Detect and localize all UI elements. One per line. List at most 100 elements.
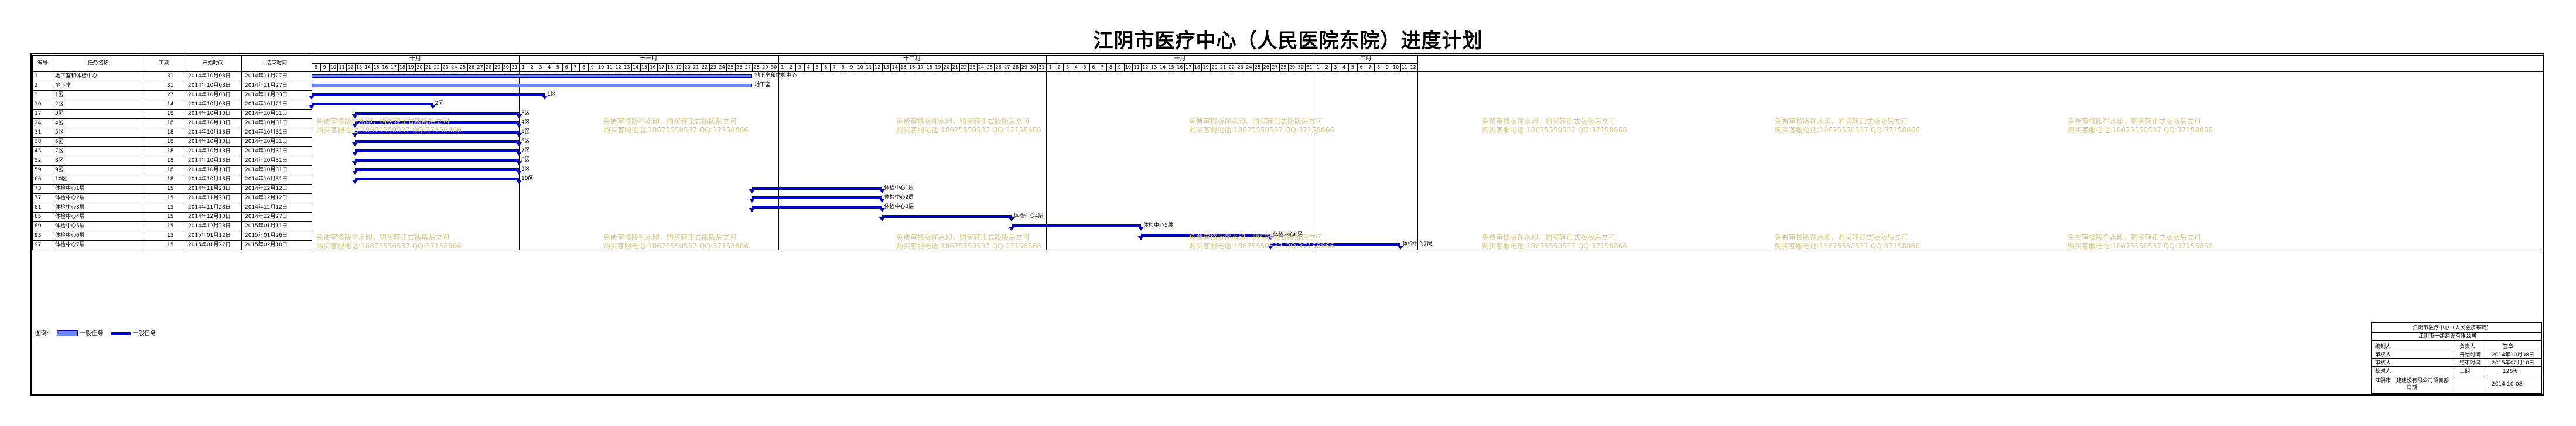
task-finish: 2014年11月27日 <box>245 83 288 88</box>
bar-start-marker <box>351 152 358 156</box>
task-name: 9区 <box>55 167 64 173</box>
task-start: 2014年10月13日 <box>188 148 231 154</box>
day-header: 10 <box>598 64 604 70</box>
gantt-bar <box>354 149 519 152</box>
gantt-bar <box>752 196 882 199</box>
bar-start-marker <box>749 189 756 193</box>
day-divider <box>1201 63 1202 71</box>
day-divider <box>830 63 831 71</box>
day-divider <box>1193 63 1194 71</box>
gantt-bar <box>354 159 519 162</box>
day-header: 14 <box>633 64 639 70</box>
task-finish: 2014年12月12日 <box>245 186 288 192</box>
task-id: 17 <box>35 111 42 117</box>
watermark-line1: 免费审核版在水印，购买转正式版版后立可 <box>896 117 1030 125</box>
tb-row4-label: 校对人 <box>2375 369 2391 374</box>
gantt-frame <box>30 53 2544 396</box>
gantt-bar <box>312 74 753 78</box>
bar-end-marker <box>1397 246 1403 250</box>
task-id: 38 <box>35 139 42 145</box>
day-header: 9 <box>323 64 326 70</box>
bar-end-marker <box>879 189 885 193</box>
tb-row2-value: 2014年10月08日 <box>2492 352 2534 358</box>
day-header: 29 <box>1021 64 1027 70</box>
legend-label: 图例: <box>35 330 49 337</box>
watermark-line2: 购买客服电话:18675550537 QQ:37158866 <box>1775 126 1920 134</box>
task-start: 2014年12月28日 <box>188 223 231 229</box>
day-header: 12 <box>347 64 354 70</box>
day-divider <box>795 63 796 71</box>
gantt-bar-label: 体检中心4层 <box>1013 213 1044 219</box>
day-header: 11 <box>1133 64 1140 70</box>
task-finish: 2014年10月31日 <box>245 120 288 126</box>
gantt-bar <box>354 140 519 143</box>
day-divider <box>398 63 399 71</box>
day-header: 14 <box>1159 64 1166 70</box>
day-divider <box>752 63 753 71</box>
bar-start-marker <box>1267 246 1274 250</box>
month-divider <box>1046 55 1047 250</box>
day-header: 23 <box>969 64 976 70</box>
bar-start-marker <box>351 180 358 184</box>
gantt-bar-label: 体检中心3层 <box>884 204 914 210</box>
day-header: 26 <box>1263 64 1269 70</box>
day-divider <box>976 63 978 71</box>
day-divider <box>1141 63 1142 71</box>
task-id: 85 <box>35 214 42 220</box>
watermark-line1: 免费审核版在水印，购买转正式版版后立可 <box>1482 233 1616 241</box>
tb-row3-value: 2015年02月10日 <box>2492 360 2534 366</box>
day-header: 23 <box>442 64 449 70</box>
task-start: 2014年10月13日 <box>188 158 231 163</box>
day-header: 1 <box>1048 64 1052 70</box>
tb-row3-label2: 结束时间 <box>2459 360 2481 366</box>
gantt-bar-label: 9区 <box>521 166 530 172</box>
task-finish: 2014年12月27日 <box>245 214 288 220</box>
day-divider <box>951 63 952 71</box>
bar-end-marker <box>516 114 522 118</box>
gantt-bar-label: 6区 <box>521 138 530 144</box>
day-divider <box>1374 63 1375 71</box>
day-divider <box>329 63 330 71</box>
task-name: 体检中心5层 <box>55 223 85 229</box>
day-header: 5 <box>1351 64 1354 70</box>
watermark-line2: 购买客服电话:18675550537 QQ:37158866 <box>316 126 462 134</box>
task-id: 24 <box>35 120 42 126</box>
day-header: 10 <box>330 64 336 70</box>
task-id: 31 <box>35 129 42 135</box>
day-header: 6 <box>824 64 828 70</box>
day-header: 26 <box>468 64 474 70</box>
day-header: 9 <box>850 64 853 70</box>
column-header-start: 开始时间 <box>202 60 224 66</box>
gantt-bar-label: 5区 <box>521 129 530 135</box>
day-divider <box>493 63 494 71</box>
day-header: 16 <box>650 64 656 70</box>
gantt-bar <box>354 121 519 124</box>
task-id: 77 <box>35 195 42 201</box>
day-header: 28 <box>1280 64 1287 70</box>
task-name: 体检中心4层 <box>55 214 85 220</box>
task-finish: 2015年01月26日 <box>245 233 288 238</box>
day-header: 9 <box>590 64 594 70</box>
task-duration: 15 <box>167 205 174 210</box>
day-divider <box>959 63 961 71</box>
task-duration: 14 <box>167 101 174 107</box>
day-divider <box>1115 63 1116 71</box>
day-divider <box>812 63 814 71</box>
day-divider <box>942 63 943 71</box>
page-title: 江阴市医疗中心（人民医院东院）进度计划 <box>1093 29 1483 53</box>
day-header: 10 <box>1125 64 1131 70</box>
task-duration: 15 <box>167 233 174 238</box>
task-start: 2014年10月13日 <box>188 111 231 117</box>
day-header: 8 <box>314 64 317 70</box>
day-divider <box>882 63 883 71</box>
day-divider <box>1106 63 1107 71</box>
day-divider <box>1184 63 1185 71</box>
gantt-bar <box>354 112 519 115</box>
watermark-line1: 免费审核版在水印，购买转正式版版后立可 <box>896 233 1030 241</box>
day-header: 8 <box>582 64 586 70</box>
day-divider <box>1270 63 1272 71</box>
day-divider <box>899 63 900 71</box>
task-duration: 18 <box>167 176 174 182</box>
gantt-bar <box>354 131 519 134</box>
day-divider <box>337 63 339 71</box>
